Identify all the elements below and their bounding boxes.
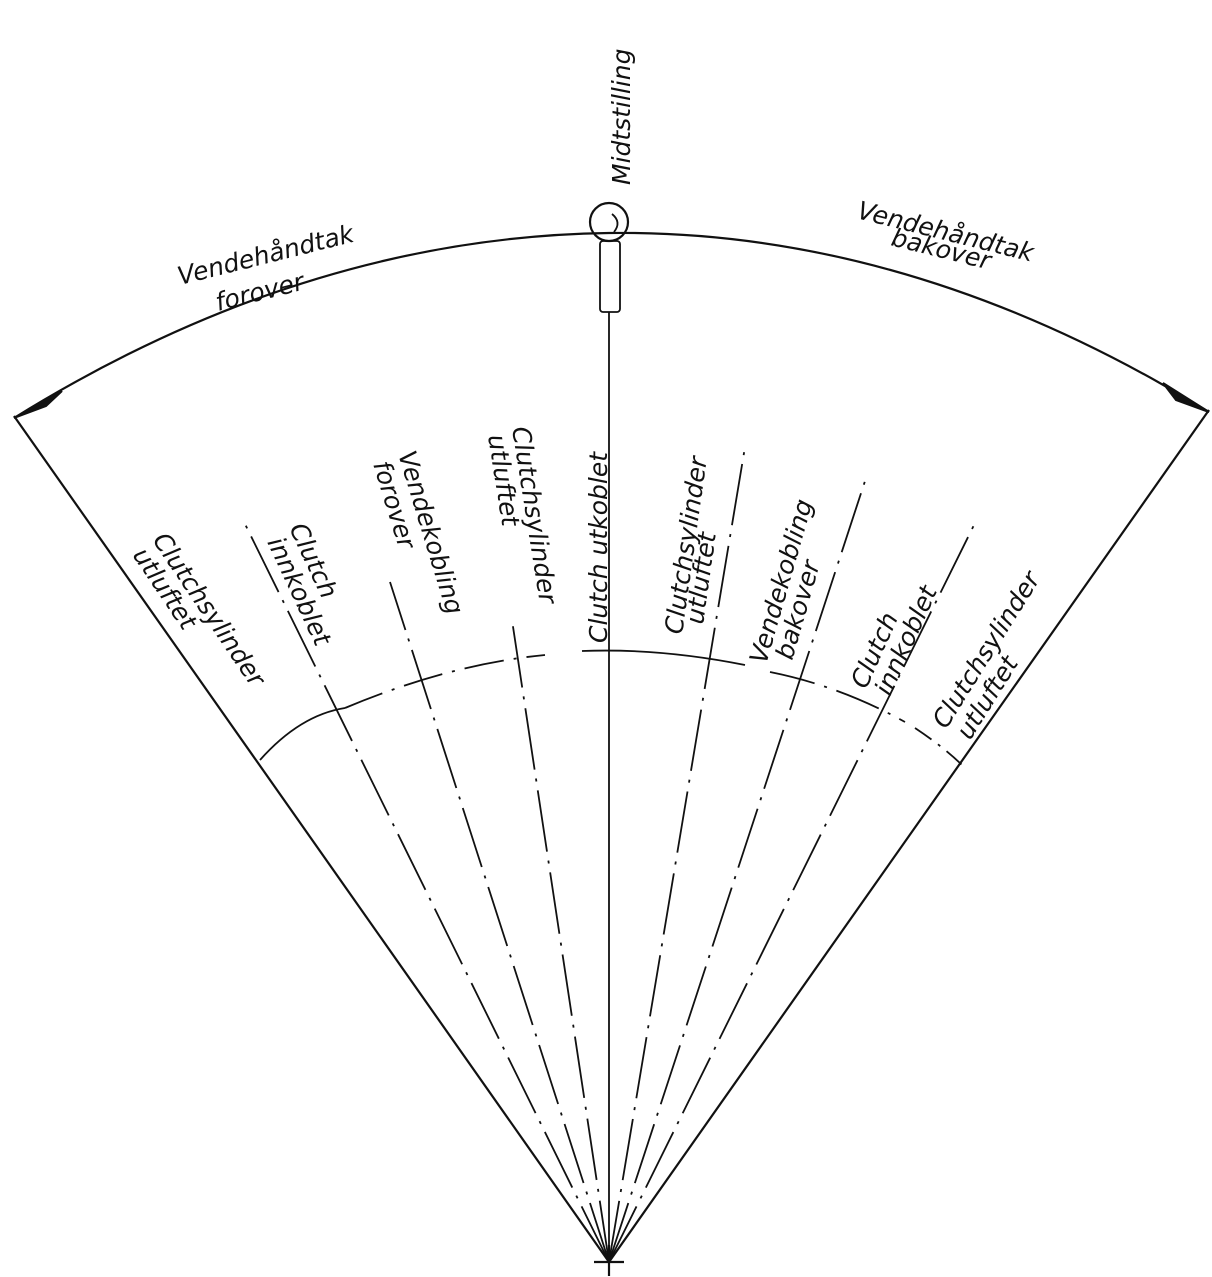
radial-line-3 <box>511 619 610 1263</box>
pivot-point-icon <box>594 1245 624 1276</box>
radial-line-2 <box>389 581 610 1263</box>
handle-travel-arc <box>13 231 1210 419</box>
inner-arc-center <box>581 649 746 666</box>
right-sector-boundary <box>608 409 1210 1263</box>
inner-arc-mid-left <box>344 654 546 709</box>
radial-line-6 <box>608 522 976 1263</box>
radial-line-5 <box>608 477 867 1263</box>
left-sector-boundary <box>13 415 610 1263</box>
backward-arrowhead <box>1162 382 1210 413</box>
midstilling-label: Midtstilling <box>607 48 636 185</box>
forward-arrowhead <box>13 390 63 419</box>
inner-arc-left <box>259 707 346 761</box>
inner-arc-right <box>914 727 964 767</box>
handle-knob-icon <box>588 201 630 1262</box>
radial-line-1 <box>244 523 610 1263</box>
sector-label-5: Clutch utkoblet <box>584 451 613 643</box>
position-lines <box>244 446 976 1263</box>
radial-line-4 <box>608 446 746 1263</box>
inner-arc-mid-right <box>769 671 906 723</box>
